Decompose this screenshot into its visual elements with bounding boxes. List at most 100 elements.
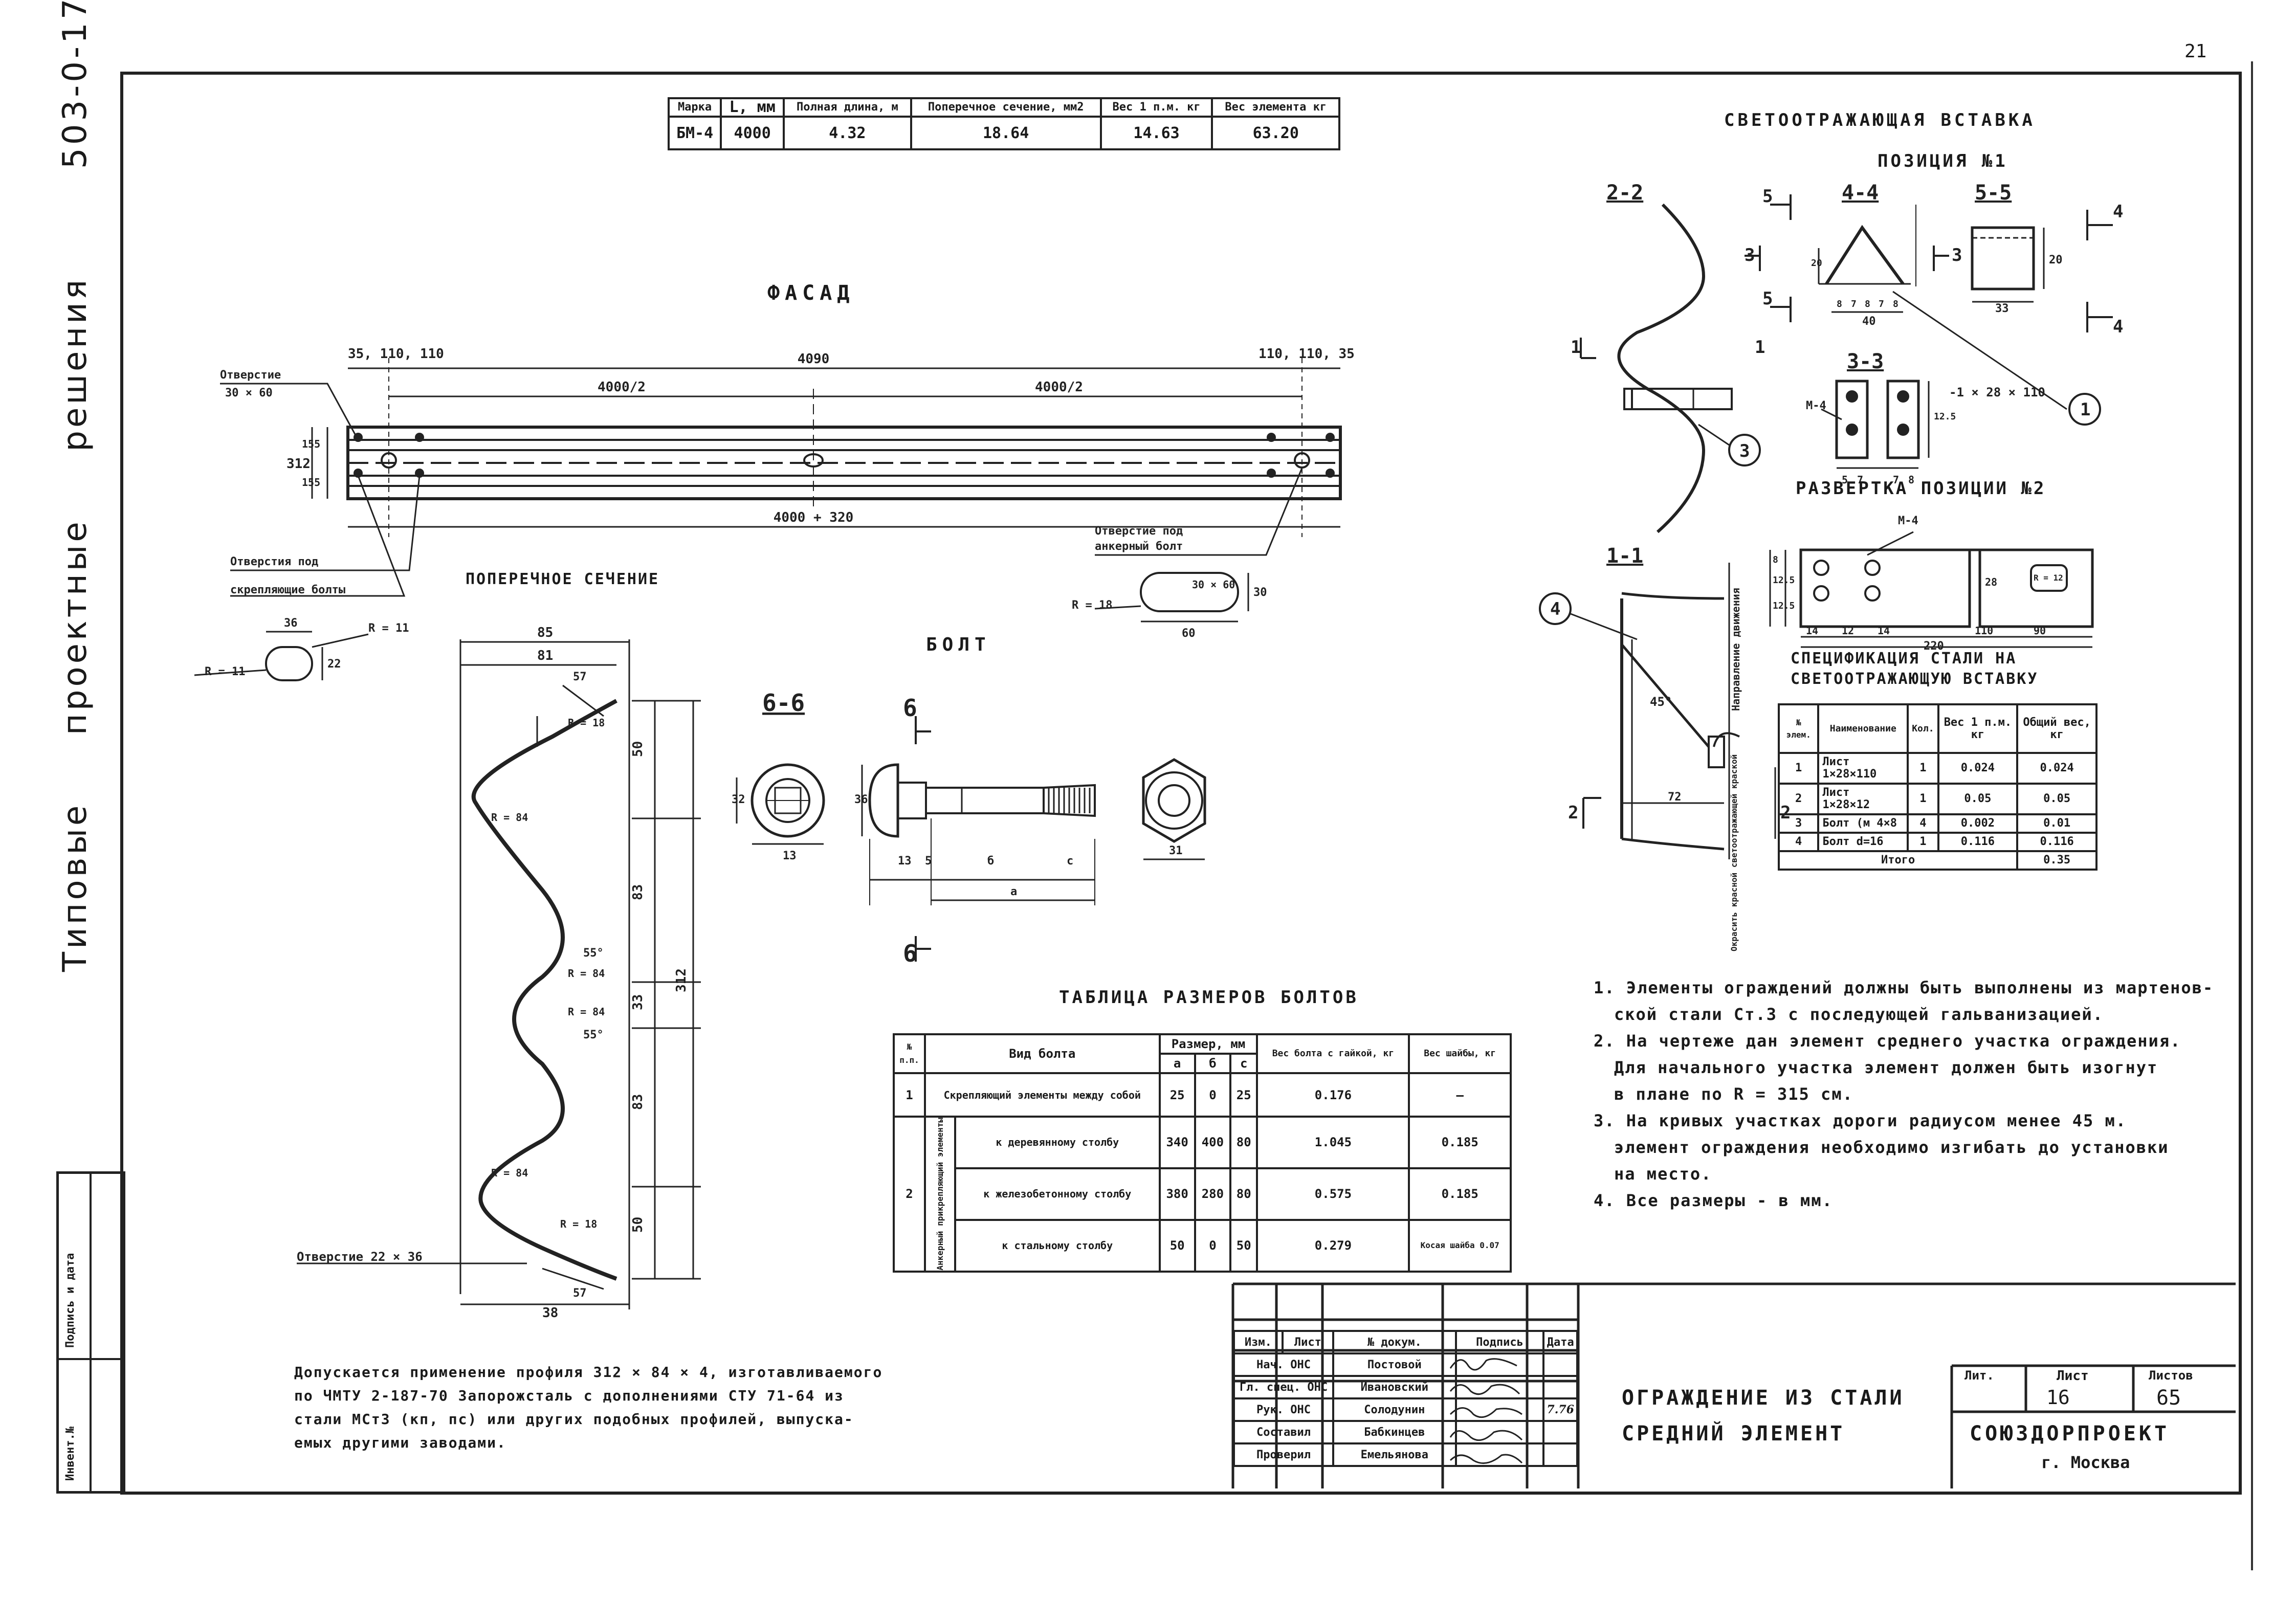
cs-r2: R = 84 bbox=[568, 967, 605, 980]
anchor-slot bbox=[1094, 572, 1249, 622]
bolt-r2-type: к железобетонному столбу bbox=[954, 1167, 1161, 1221]
bolt-cut-top: 6 bbox=[903, 694, 917, 722]
profile-line-2: стали МСт3 (кп, пс) или других подобных … bbox=[294, 1411, 854, 1428]
cs-hole: Отверстие 22 × 36 bbox=[297, 1250, 423, 1264]
tb-sheet-value: 16 bbox=[2046, 1386, 2070, 1409]
spec-c1: 4000 bbox=[720, 116, 785, 150]
spec-h5: Вес элемента кг bbox=[1211, 97, 1340, 118]
signatures bbox=[1449, 1358, 1523, 1464]
label-fix-1: Отверстия под bbox=[230, 555, 318, 568]
insert-section-3-3 bbox=[1821, 291, 2067, 469]
tb-h2: № докум. bbox=[1332, 1330, 1457, 1354]
spec-c4: 14.63 bbox=[1099, 116, 1213, 150]
dev-d8: 220 bbox=[1924, 640, 1944, 653]
bolt-r1-b: 400 bbox=[1194, 1116, 1232, 1169]
bolt-r1-w2: 0.185 bbox=[1408, 1116, 1512, 1169]
right-outer-line bbox=[2251, 61, 2253, 1570]
tb-r1-role: Гл. спец. ОНС bbox=[1232, 1375, 1335, 1399]
bolt-r1-w1: 1.045 bbox=[1256, 1116, 1410, 1169]
bolt-r2-c: 80 bbox=[1229, 1167, 1259, 1221]
ins-33-d4: 12.5 bbox=[1934, 411, 1956, 422]
ins-33-d3: 8 bbox=[1908, 474, 1914, 486]
ins-mark-4b: 4 bbox=[2113, 317, 2123, 337]
bolt-r0-w1: 0.176 bbox=[1256, 1072, 1410, 1118]
insert-position1: ПОЗИЦИЯ №1 bbox=[1878, 151, 2008, 171]
fix-r-right: R = 11 bbox=[368, 622, 409, 635]
tb-r3-date bbox=[1542, 1420, 1578, 1444]
note-line-5: 3. На кривых участках дороги радиусом ме… bbox=[1594, 1111, 2127, 1130]
bolt-d1: 13 bbox=[783, 850, 797, 862]
side-stamp-box: Инвент.№ Подпись и дата bbox=[56, 1171, 125, 1494]
dim-facade-bottom: 4000 + 320 bbox=[774, 510, 854, 525]
bolt-table-title: ТАБЛИЦА РАЗМЕРОВ БОЛТОВ bbox=[1059, 987, 1359, 1008]
bolt-side bbox=[861, 716, 1096, 962]
insert-section-1-1 bbox=[1582, 563, 1776, 859]
dim-facade-height: 312 bbox=[286, 456, 311, 472]
fix-hole-slot bbox=[194, 631, 369, 681]
note-line-0: 1. Элементы ограждений должны быть выпол… bbox=[1594, 978, 2214, 997]
dev-d2: 12.5 bbox=[1773, 601, 1795, 611]
ins-44-d5: 40 bbox=[1862, 315, 1876, 328]
bolt-cut-bottom: 6 bbox=[903, 940, 917, 967]
bolt-r1-group-text: Анкерный прикрепляющий элементы bbox=[935, 1118, 945, 1271]
dim-facade-h2: 155 bbox=[302, 476, 320, 488]
facade-title: ФАСАД bbox=[767, 281, 855, 305]
bolt-r1-c: 80 bbox=[1229, 1116, 1259, 1169]
drawing-title-2: СРЕДНИЙ ЭЛЕМЕНТ bbox=[1622, 1422, 1845, 1446]
drawing-title-1: ОГРАЖДЕНИЕ ИЗ СТАЛИ bbox=[1622, 1386, 1905, 1410]
tb-stage-label: Лит. bbox=[1964, 1368, 1994, 1383]
dim-facade-top: 4090 bbox=[798, 351, 830, 367]
dim-facade-h1: 155 bbox=[302, 438, 320, 450]
bolt-r0-type: Скрепляющий элементы между собой bbox=[924, 1072, 1161, 1118]
bolt-r0-no: 1 bbox=[893, 1072, 926, 1118]
ins-5-5: 5-5 bbox=[1975, 181, 2012, 205]
bolt-th-a: а bbox=[1158, 1053, 1196, 1074]
spec-c2: 4.32 bbox=[783, 116, 912, 150]
dim-facade-left-edge: 35, 110, 110 bbox=[348, 346, 444, 362]
cs-d3: 312 bbox=[674, 968, 689, 992]
refl-total-value: 0.35 bbox=[2016, 850, 2098, 871]
bolt-r3-type: к стальному столбу bbox=[954, 1218, 1161, 1273]
bolt-r1-no: 2 bbox=[893, 1116, 926, 1273]
dim-facade-half-right: 4000/2 bbox=[1035, 380, 1083, 395]
anchor-r: R = 18 bbox=[1072, 599, 1112, 612]
cross-section-dims bbox=[297, 639, 701, 1309]
bolt-r2-w1: 0.575 bbox=[1256, 1167, 1410, 1221]
insert-section-2-2 bbox=[1580, 203, 1733, 533]
dev-d3: 14 bbox=[1806, 625, 1818, 637]
fix-hole-h: 22 bbox=[327, 658, 341, 671]
cs-r4: R = 84 bbox=[491, 1167, 528, 1179]
refl-h1: Наименование bbox=[1817, 703, 1909, 754]
cs-d4: 50 bbox=[630, 741, 646, 757]
tb-h0: Изм. bbox=[1233, 1330, 1284, 1354]
cs-a1: 55° bbox=[583, 1029, 604, 1041]
bolt-nut-view bbox=[1142, 758, 1206, 860]
tb-r0-date bbox=[1542, 1352, 1578, 1377]
refl-r3-0: 4 bbox=[1777, 832, 1820, 852]
dev-d4: 12 bbox=[1842, 625, 1854, 637]
bolt-r1-group: Анкерный прикрепляющий элементы bbox=[924, 1116, 956, 1273]
refl-h3: Вес 1 п.м. кг bbox=[1937, 703, 2019, 754]
note-line-1: ской стали Ст.3 с последующей гальваниза… bbox=[1614, 1005, 2104, 1024]
ins-2-2: 2-2 bbox=[1606, 181, 1643, 205]
bolt-d4: 5 bbox=[925, 855, 932, 868]
refl-total-label: Итого bbox=[1777, 850, 2019, 871]
ins-mark-1a: 1 bbox=[1571, 337, 1581, 358]
spec-h1: L, мм bbox=[720, 97, 785, 118]
refl-r0-4: 0.024 bbox=[2016, 752, 2098, 785]
refl-r0-2: 1 bbox=[1907, 752, 1939, 785]
tb-r0-role: Нач. ОНС bbox=[1232, 1352, 1335, 1377]
refl-r1-0: 2 bbox=[1777, 783, 1820, 815]
insert-title: СВЕТООТРАЖАЮЩАЯ ВСТАВКА bbox=[1724, 110, 2036, 130]
ins-44-d3: 7 bbox=[1879, 299, 1884, 309]
ins-mark-5a: 5 bbox=[1762, 186, 1773, 207]
refl-r3-4: 0.116 bbox=[2016, 832, 2098, 852]
dim-facade-right-edge: 110, 110, 35 bbox=[1259, 346, 1355, 362]
callout-3: 3 bbox=[1739, 441, 1750, 461]
ins-33-d0: 5 bbox=[1842, 474, 1848, 486]
corner-mark: 21 bbox=[2184, 41, 2207, 62]
cs-d0: 85 bbox=[537, 625, 553, 640]
ins-mark-1b: 1 bbox=[1755, 337, 1765, 358]
ins-mark-2a: 2 bbox=[1568, 803, 1578, 823]
spec-c5: 63.20 bbox=[1211, 116, 1340, 150]
